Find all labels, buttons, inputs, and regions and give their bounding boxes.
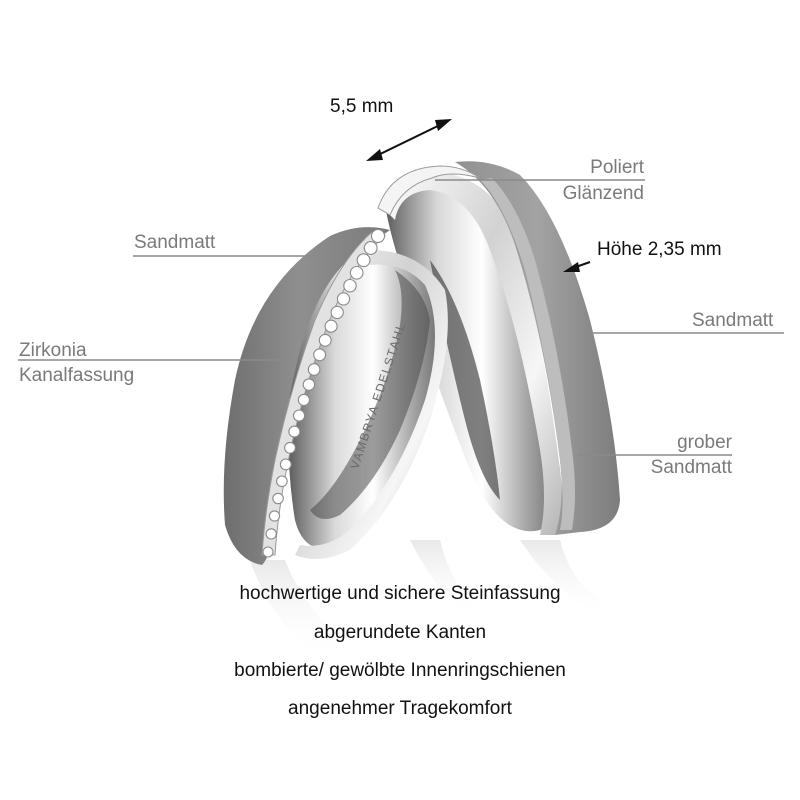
label-poliert: Poliert	[590, 157, 644, 178]
leader-lines	[18, 179, 784, 456]
zirconia-stone	[324, 319, 338, 333]
stone-ring	[223, 227, 448, 565]
zirconia-stone	[284, 441, 296, 454]
zirconia-stone	[336, 292, 351, 306]
label-sandmatt-left: Sandmatt	[134, 232, 216, 253]
zirconia-stone	[302, 378, 316, 391]
zirconia-stone	[272, 492, 284, 505]
label-zirkonia: Zirkonia	[19, 340, 87, 361]
wide-ring	[377, 161, 620, 535]
zirconia-stone	[318, 333, 332, 347]
zirconia-stone	[349, 265, 364, 280]
label-sandmatt-grob: Sandmatt	[650, 457, 732, 478]
zirconia-stone	[297, 393, 311, 407]
zirconia-stone	[288, 425, 301, 438]
zirconia-stone	[276, 475, 288, 488]
height-dimension-arrow	[563, 261, 591, 272]
zirconia-stone	[292, 409, 306, 422]
label-glaenzend: Glänzend	[562, 183, 644, 204]
zirconia-stone	[265, 528, 277, 540]
label-kanalfassung: Kanalfassung	[19, 365, 135, 386]
zirconia-stone	[279, 458, 292, 471]
zirconia-stone	[343, 278, 357, 293]
zirconia-stone	[356, 253, 371, 268]
zirconia-stone	[313, 348, 327, 362]
feature-line: hochwertige und sichere Steinfassung	[239, 583, 561, 604]
zirconia-stone	[363, 241, 378, 255]
feature-line: bombierte/ gewölbte Innenringschienen	[234, 660, 566, 681]
feature-line: abgerundete Kanten	[313, 622, 487, 643]
zirconia-stone	[268, 510, 281, 522]
label-sandmatt-right: Sandmatt	[692, 310, 774, 331]
zirconia-stone	[330, 305, 344, 320]
height-dimension-label: Höhe 2,35 mm	[597, 239, 722, 260]
width-dimension-arrow	[366, 119, 452, 161]
zirconia-stone	[262, 546, 274, 558]
width-dimension-label: 5,5 mm	[330, 96, 394, 117]
label-grober: grober	[677, 432, 732, 453]
zirconia-stone	[307, 363, 321, 376]
feature-line: angenehmer Tragekomfort	[288, 698, 512, 719]
zirconia-stone	[370, 228, 386, 244]
ring-reflection	[250, 540, 610, 660]
